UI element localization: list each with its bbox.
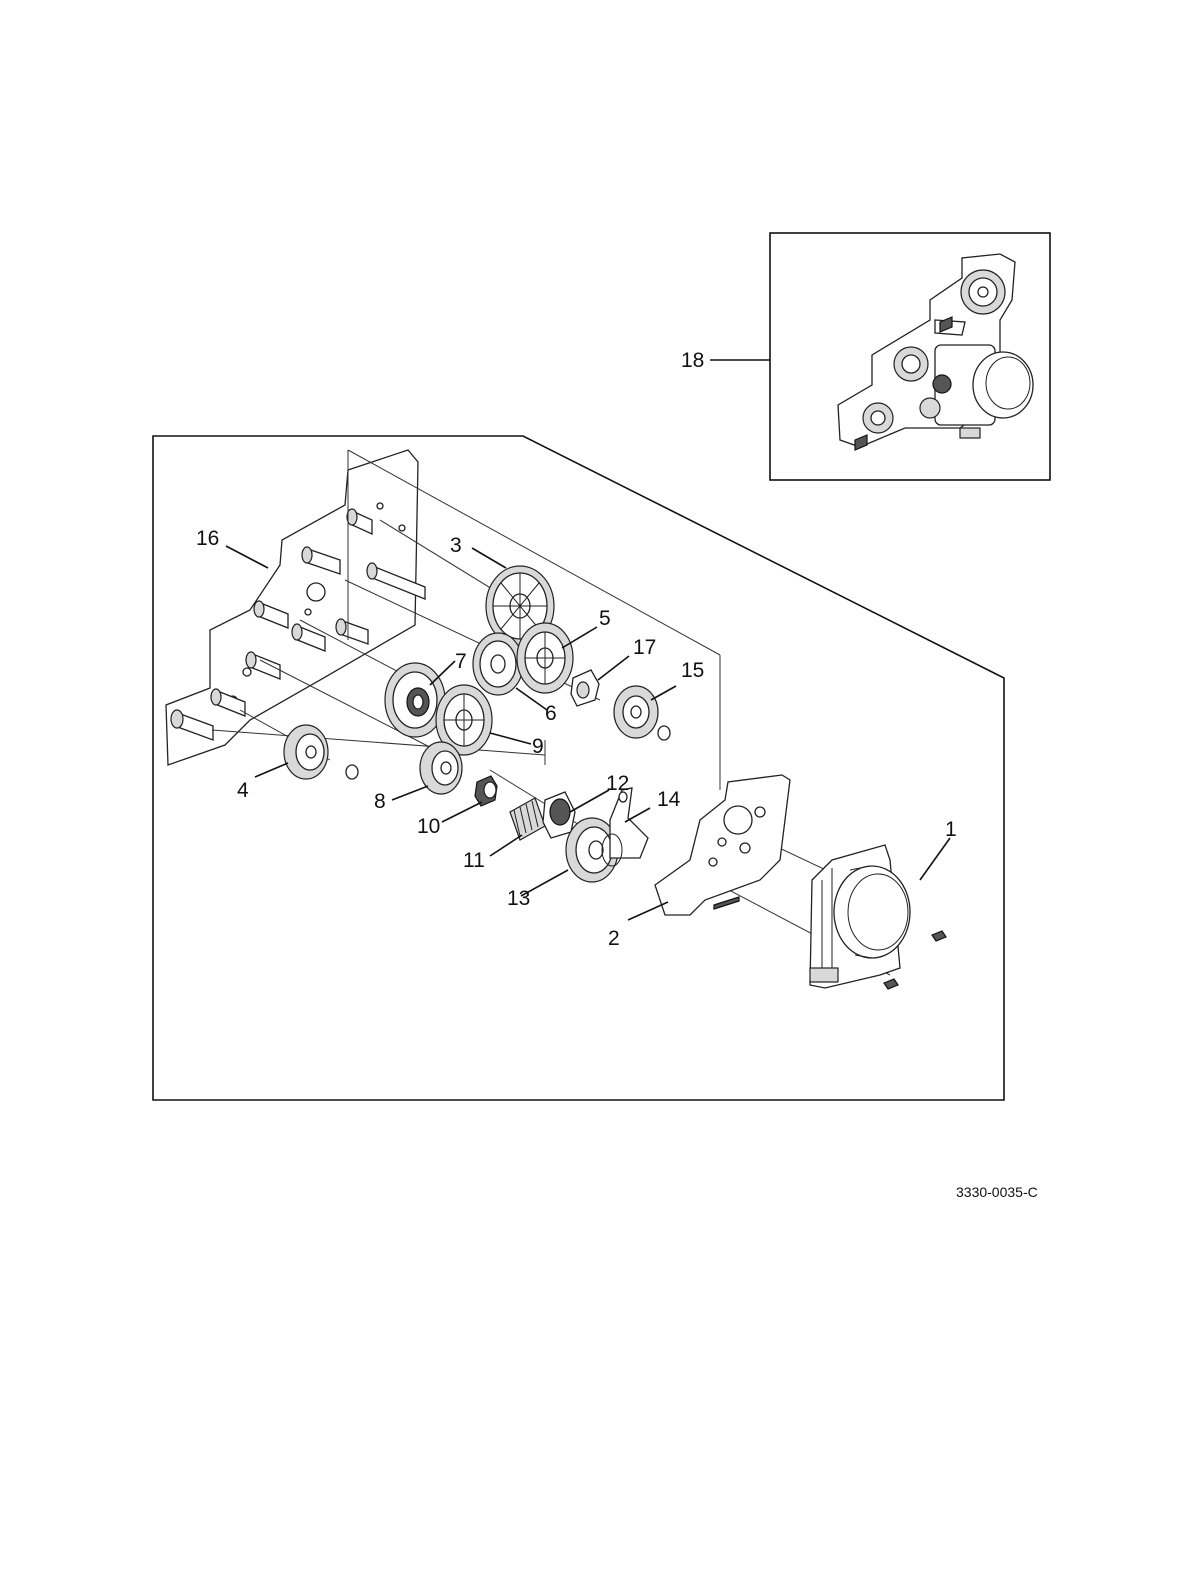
gear-4 — [284, 725, 358, 779]
callout-16: 16 — [196, 527, 219, 550]
callout-7: 7 — [455, 650, 467, 673]
clutch-12 — [550, 799, 570, 825]
callout-14: 14 — [657, 788, 681, 811]
callout-17: 17 — [633, 636, 656, 659]
callout-6: 6 — [545, 702, 557, 725]
callout-5: 5 — [599, 607, 611, 630]
callout-4: 4 — [237, 779, 249, 802]
main-frame — [153, 436, 1004, 1100]
bushing-17 — [571, 670, 599, 706]
assembled-unit-inset — [838, 254, 1033, 450]
motor-1 — [810, 845, 946, 989]
callout-18: 18 — [681, 349, 704, 372]
callout-3: 3 — [450, 534, 462, 557]
side-plate-16 — [166, 450, 418, 765]
callout-12: 12 — [606, 772, 629, 795]
callout-13: 13 — [507, 887, 530, 910]
callout-8: 8 — [374, 790, 386, 813]
gear-5 — [517, 623, 573, 693]
callout-9: 9 — [532, 735, 544, 758]
callout-2: 2 — [608, 927, 620, 950]
figure-id: 3330-0035-C — [956, 1184, 1038, 1200]
callout-11: 11 — [463, 849, 485, 872]
coupler-10 — [475, 776, 497, 806]
callout-10: 10 — [417, 815, 440, 838]
callout-1: 1 — [945, 818, 957, 841]
callout-15: 15 — [681, 659, 704, 682]
gear-6 — [473, 633, 523, 695]
